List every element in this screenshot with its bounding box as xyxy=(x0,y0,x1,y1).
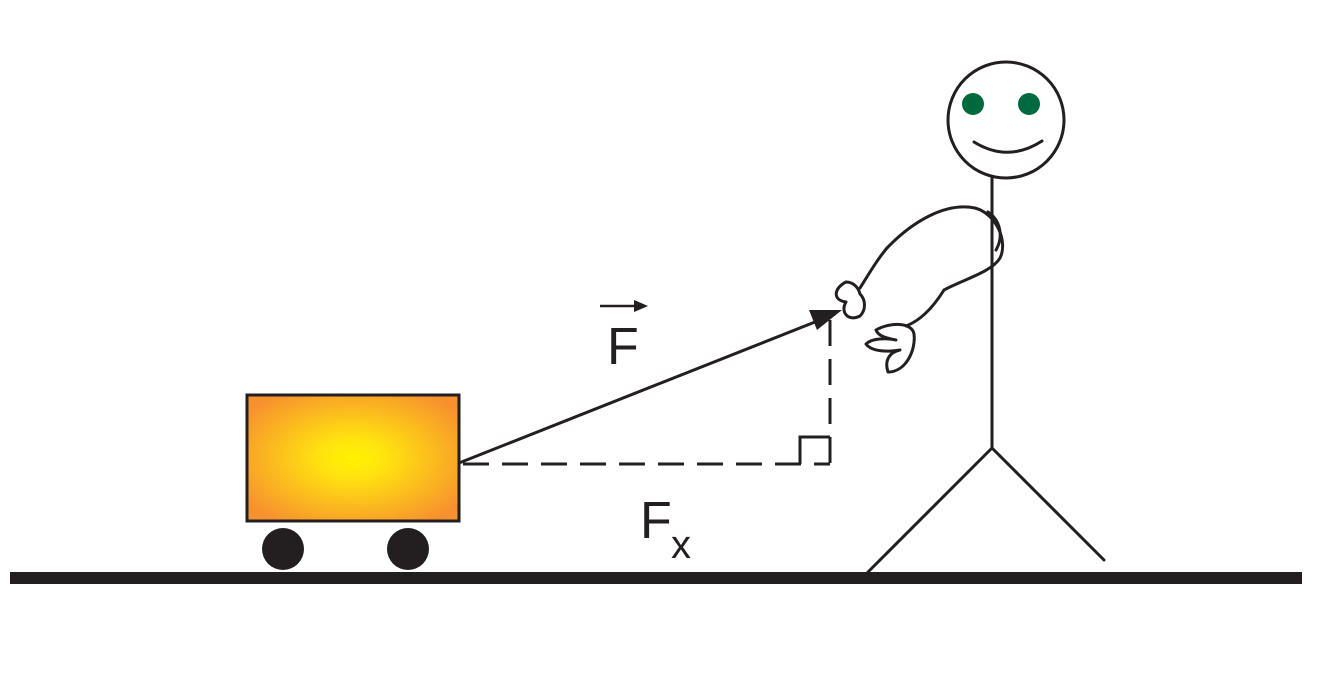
force-arrow-shaft xyxy=(458,318,821,465)
right-leg xyxy=(990,446,1106,562)
vector-arrow-icon xyxy=(600,300,648,312)
force-x-label-text: F xyxy=(640,492,672,550)
left-eye xyxy=(962,93,984,115)
force-x-label: F x xyxy=(640,492,691,567)
forearm-bottom xyxy=(904,288,946,328)
upper-arm-shoulder-wrap xyxy=(986,210,1002,252)
force-x-subscript: x xyxy=(671,523,691,567)
force-label: F xyxy=(600,300,648,376)
stick-figure xyxy=(834,60,1106,574)
right-eye xyxy=(1018,93,1040,115)
gripping-hand xyxy=(834,280,866,320)
forearm-top xyxy=(858,246,889,290)
cart-body xyxy=(245,393,461,523)
ground-line xyxy=(10,572,1302,584)
cart xyxy=(245,393,461,570)
smile xyxy=(972,139,1044,154)
head xyxy=(946,60,1066,180)
right-angle-marker-icon xyxy=(798,435,830,464)
force-vector xyxy=(458,310,842,465)
upper-arm xyxy=(885,205,1005,292)
force-arrow-head xyxy=(809,310,842,330)
cart-wheel-right xyxy=(387,528,429,570)
cart-wheel-left xyxy=(262,528,304,570)
force-label-text: F xyxy=(607,318,639,376)
left-leg xyxy=(866,446,994,574)
open-hand xyxy=(864,323,916,374)
